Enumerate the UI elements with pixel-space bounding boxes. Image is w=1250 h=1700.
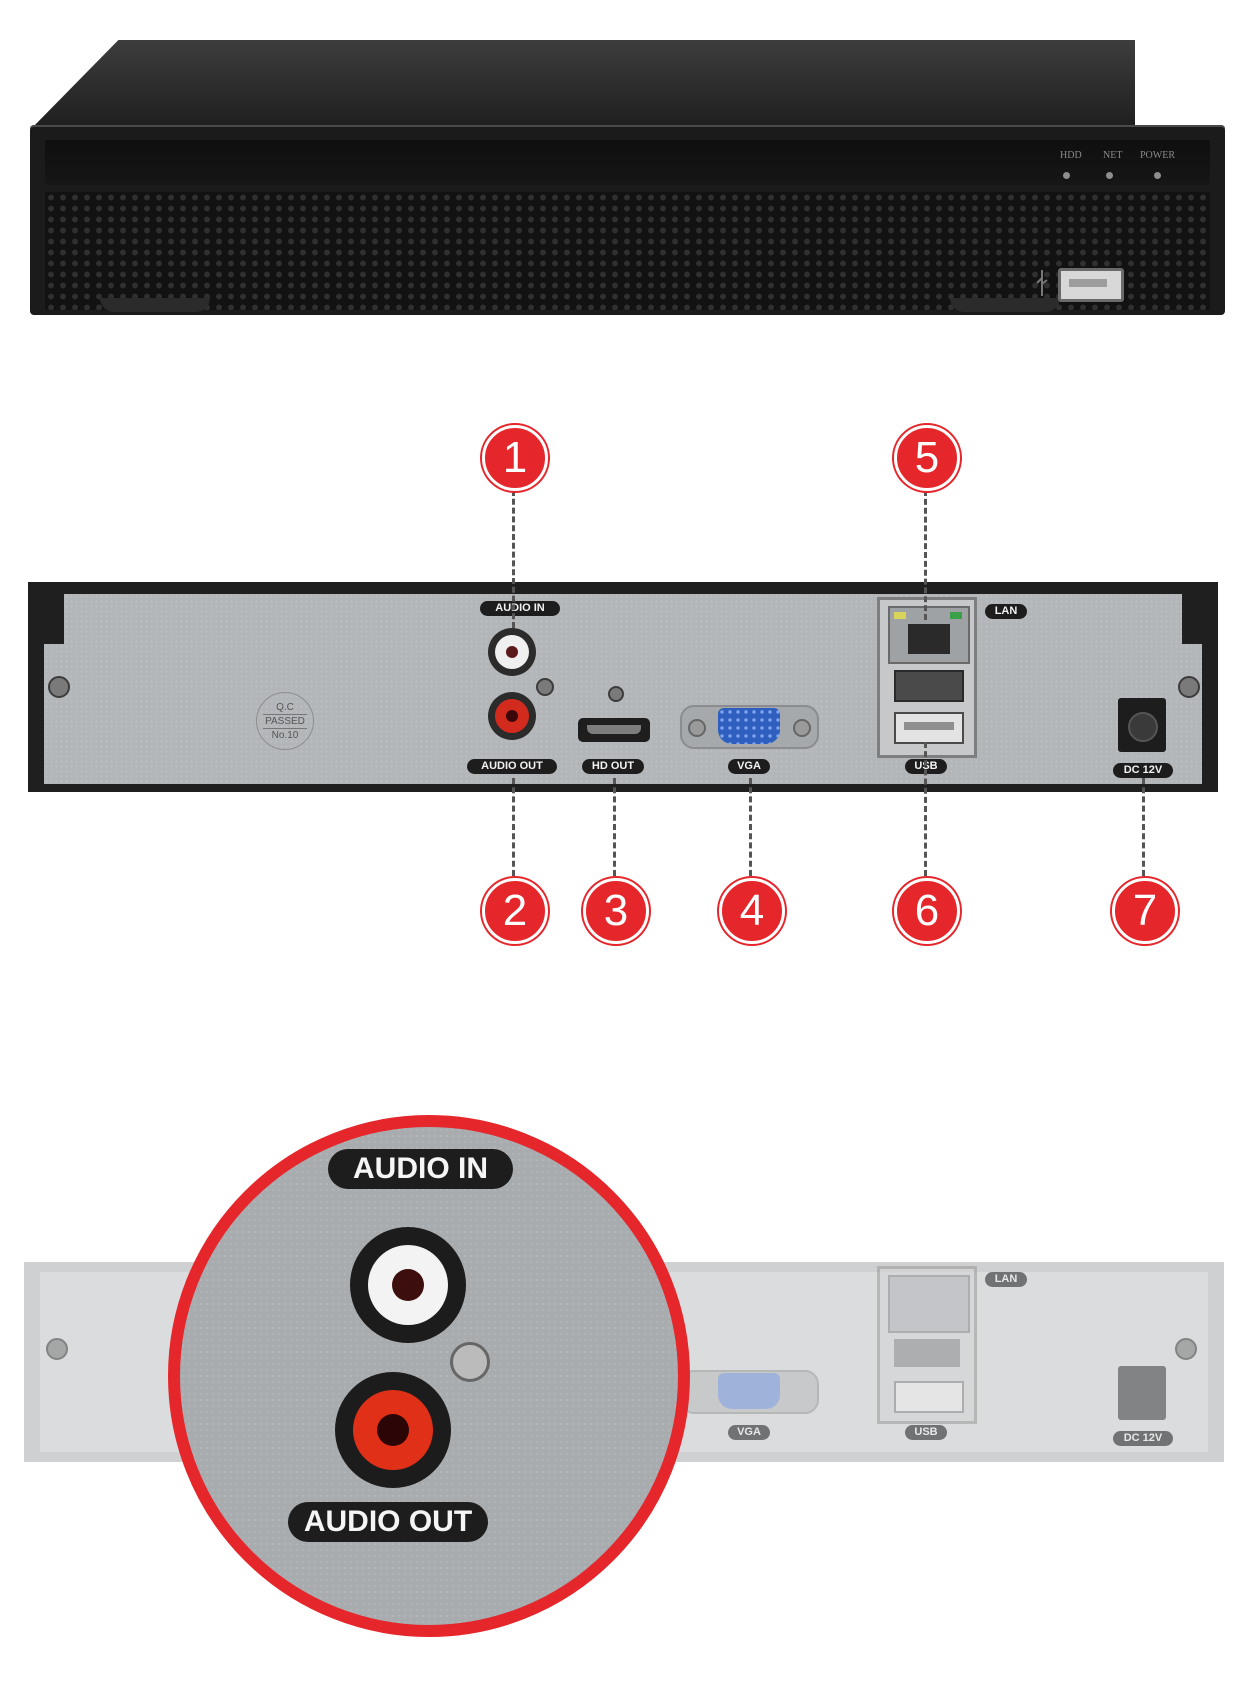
audio-out-jack[interactable] (488, 692, 536, 740)
front-usb-port[interactable] (1058, 268, 1124, 302)
qc-number: No.10 (271, 729, 299, 741)
front-foot-left (100, 298, 210, 312)
zoom-audio-in-jack (350, 1227, 466, 1343)
power-led (1154, 172, 1161, 179)
zoom-lan-usb-block (877, 1266, 977, 1424)
leader-line-4 (749, 778, 752, 876)
zoom-vga-label: VGA (728, 1425, 770, 1440)
callout-badge-5: 5 (894, 425, 960, 491)
dc-label: DC 12V (1113, 763, 1173, 778)
audio-in-jack[interactable] (488, 628, 536, 676)
chassis-screw-right (1178, 676, 1200, 698)
leader-line-1 (512, 490, 515, 628)
callout-badge-3: 3 (583, 878, 649, 944)
lan-usb-block (877, 597, 977, 758)
hdmi-port[interactable] (578, 718, 650, 742)
led-label-net: NET (1103, 150, 1123, 161)
device-top-cover (30, 40, 1135, 130)
zoom-usb-label: USB (905, 1425, 947, 1440)
front-vent-grille (45, 192, 1210, 310)
ground-screw (536, 678, 554, 696)
lan-led-yellow (894, 612, 906, 619)
zoom-magnifier-circle: AUDIO IN AUDIO OUT (168, 1115, 690, 1637)
vga-label: VGA (728, 759, 770, 774)
qc-passed-text: PASSED (263, 713, 307, 729)
hd-out-label: HD OUT (582, 759, 644, 774)
callout-badge-6: 6 (894, 878, 960, 944)
zoom-dc-jack (1118, 1366, 1166, 1420)
leader-line-7 (1142, 778, 1145, 876)
front-indicator-strip (45, 140, 1210, 185)
qc-passed-stamp: Q.C PASSED No.10 (256, 692, 314, 750)
net-led (1106, 172, 1113, 179)
panel-notch-left (44, 594, 64, 644)
usb-tongue (1069, 279, 1107, 287)
led-label-power: POWER (1140, 150, 1175, 161)
rear-panel (44, 594, 1202, 784)
leader-line-2 (512, 778, 515, 876)
callout-badge-2: 2 (482, 878, 548, 944)
chassis-screw-left (48, 676, 70, 698)
callout-badge-4: 4 (719, 878, 785, 944)
qc-text: Q.C (276, 701, 294, 713)
dc-power-jack[interactable] (1118, 698, 1166, 752)
audio-out-label: AUDIO OUT (467, 759, 557, 774)
usb-port-lower[interactable] (894, 712, 964, 744)
zoom-audio-out-jack (335, 1372, 451, 1488)
zoom-screw-left (46, 1338, 68, 1360)
zoom-audio-in-label: AUDIO IN (328, 1149, 513, 1189)
zoom-audio-out-label: AUDIO OUT (288, 1502, 488, 1542)
panel-notch-right (1182, 594, 1202, 644)
zoom-vga-connector (680, 1370, 819, 1414)
hdd-led (1063, 172, 1070, 179)
callout-badge-1: 1 (482, 425, 548, 491)
audio-in-label: AUDIO IN (480, 601, 560, 616)
hd-screw (608, 686, 624, 702)
lan-led-green (950, 612, 962, 619)
zoom-ground-screw (450, 1342, 490, 1382)
zoom-screw-right (1175, 1338, 1197, 1360)
zoom-lan-label: LAN (985, 1272, 1027, 1287)
leader-line-3 (613, 778, 616, 876)
callout-badge-7: 7 (1112, 878, 1178, 944)
leader-line-6 (924, 742, 927, 876)
zoom-dc-label: DC 12V (1113, 1431, 1173, 1446)
lan-port[interactable] (888, 606, 970, 664)
vga-connector[interactable] (680, 705, 819, 749)
usb-symbol-icon (1036, 270, 1048, 296)
led-label-hdd: HDD (1060, 150, 1082, 161)
usb-port-upper[interactable] (894, 670, 964, 702)
lan-label: LAN (985, 604, 1027, 619)
front-foot-right (950, 298, 1060, 312)
leader-line-5 (924, 490, 927, 620)
